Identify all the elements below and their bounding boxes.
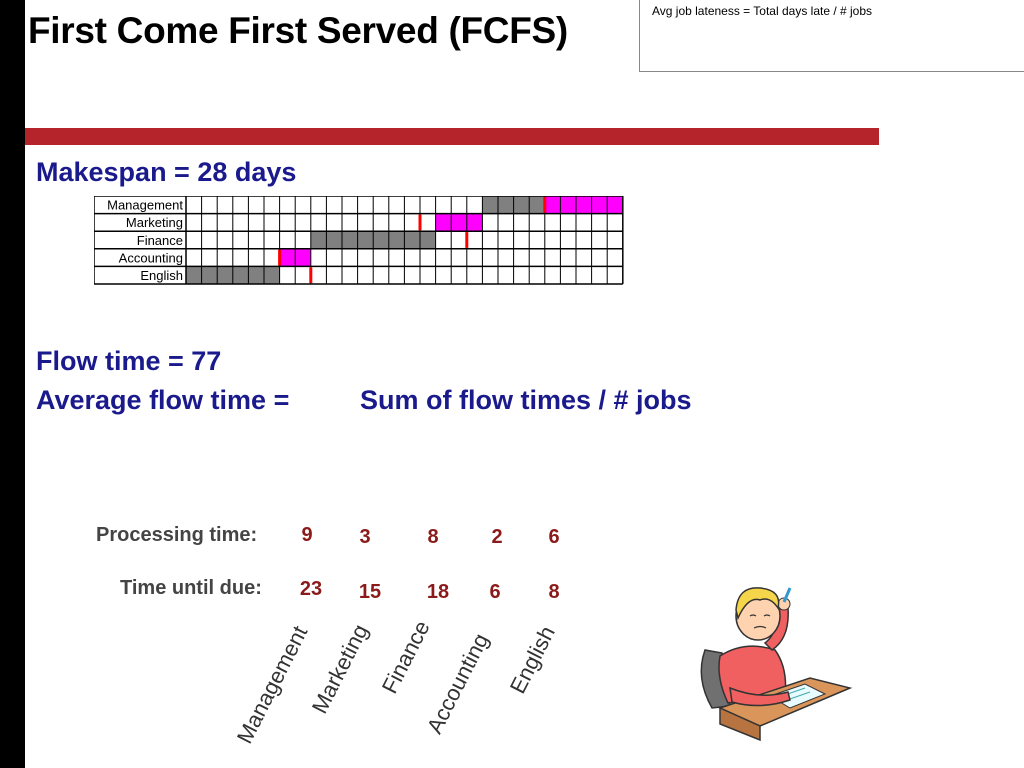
- average-flow-formula: Sum of flow times / # jobs: [360, 385, 692, 415]
- gantt-cell-english: [248, 266, 264, 284]
- gantt-due-marker-finance: [465, 232, 469, 248]
- time-until-due-label: Time until due:: [120, 577, 262, 599]
- gantt-row-label: Accounting: [119, 250, 183, 265]
- gantt-cell-management: [544, 196, 561, 214]
- due-value-management: 23: [299, 578, 323, 600]
- gantt-cell-finance: [357, 231, 374, 249]
- gantt-cell-management: [529, 196, 545, 214]
- job-label-marketing: Marketing: [306, 620, 373, 718]
- gantt-cell-accounting: [295, 248, 311, 267]
- gantt-cell-english: [264, 266, 280, 284]
- note-box: Avg job lateness = Total days late / # j…: [639, 0, 1024, 72]
- processing-value-management: 9: [301, 524, 313, 546]
- gantt-row-label: English: [140, 268, 183, 283]
- gantt-due-marker-english: [309, 267, 313, 283]
- gantt-cell-management: [482, 196, 498, 214]
- gantt-cell-finance: [420, 231, 436, 249]
- gantt-cell-management: [560, 196, 576, 214]
- gantt-cell-management: [513, 196, 530, 214]
- due-value-finance: 18: [426, 581, 450, 603]
- average-flow-label: Average flow time =: [36, 385, 290, 415]
- gantt-row-label: Management: [107, 198, 183, 213]
- processing-time-label: Processing time:: [96, 524, 258, 546]
- gantt-cell-management: [607, 196, 623, 214]
- gantt-cell-marketing: [435, 213, 452, 232]
- gantt-row-label: Finance: [137, 233, 183, 248]
- gantt-cell-marketing: [451, 213, 467, 232]
- processing-value-marketing: 3: [359, 526, 371, 548]
- processing-value-accounting: 2: [491, 526, 503, 548]
- gantt-cell-english: [217, 266, 233, 284]
- gantt-cell-management: [498, 196, 514, 214]
- slide-title: First Come First Served (FCFS): [28, 10, 568, 51]
- job-label-management: Management: [231, 621, 313, 748]
- title-divider-rule: [25, 128, 879, 145]
- gantt-cell-english: [201, 266, 218, 284]
- gantt-cell-finance: [388, 231, 405, 249]
- gantt-svg: ManagementMarketingFinanceAccountingEngl…: [94, 196, 624, 285]
- due-value-english: 8: [548, 581, 560, 603]
- gantt-row-label: Marketing: [126, 215, 183, 230]
- left-accent-bar: [0, 0, 25, 768]
- gantt-cell-english: [186, 266, 202, 284]
- note-text: Avg job lateness = Total days late / # j…: [652, 4, 873, 18]
- flow-time-label: Flow time = 77: [36, 346, 222, 376]
- note-fragment: [800, 58, 880, 68]
- gantt-cell-finance: [373, 231, 389, 249]
- gantt-cell-finance: [326, 231, 342, 249]
- makespan-label: Makespan = 28 days: [36, 157, 297, 187]
- gantt-cell-management: [591, 196, 608, 214]
- gantt-cell-finance: [404, 231, 420, 249]
- gantt-cell-accounting: [279, 248, 296, 267]
- gantt-due-marker-management: [543, 197, 547, 213]
- processing-value-english: 6: [548, 526, 560, 548]
- due-value-marketing: 15: [358, 581, 382, 603]
- gantt-cell-finance: [310, 231, 327, 249]
- job-label-finance: Finance: [376, 616, 435, 698]
- job-label-english: English: [504, 621, 560, 698]
- gantt-due-marker-marketing: [418, 214, 422, 231]
- gantt-due-marker-accounting: [278, 249, 282, 266]
- student-clipart: [690, 578, 860, 753]
- job-label-accounting: Accounting: [421, 629, 494, 738]
- due-value-accounting: 6: [489, 581, 501, 603]
- gantt-cell-english: [232, 266, 249, 284]
- gantt-cell-marketing: [466, 213, 483, 232]
- gantt-cell-finance: [342, 231, 358, 249]
- processing-value-finance: 8: [427, 526, 439, 548]
- gantt-cell-management: [576, 196, 592, 214]
